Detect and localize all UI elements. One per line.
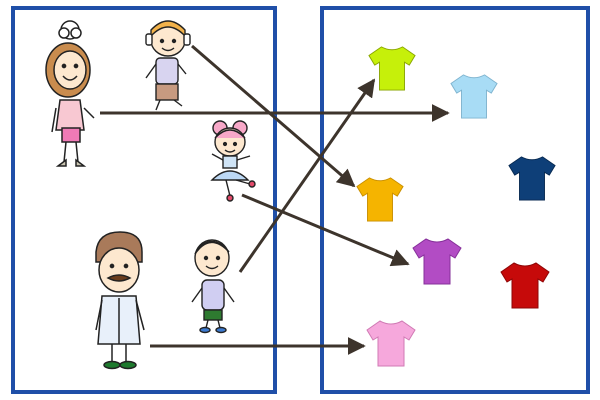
small-boy-icon <box>191 239 235 334</box>
arrow-boy-to-amber-shirt <box>191 44 356 188</box>
arrow-girl-to-purple-shirt <box>241 193 410 267</box>
tshirt-icon <box>508 156 556 201</box>
tshirt-icon <box>412 238 462 285</box>
tshirt-icon <box>450 74 498 119</box>
boy-with-headphones-icon <box>145 20 191 111</box>
man-with-mustache-icon <box>95 231 145 370</box>
people-panel <box>11 6 277 394</box>
tshirt-icon <box>500 262 550 309</box>
tshirt-icon <box>368 46 416 91</box>
woman-with-curly-bun-icon <box>45 20 95 167</box>
shirts-panel <box>320 6 590 394</box>
girl-in-tutu-icon <box>210 120 256 202</box>
tshirt-icon <box>366 320 416 367</box>
arrow-small-boy-to-lime-shirt <box>238 78 376 273</box>
tshirt-icon <box>356 177 404 222</box>
